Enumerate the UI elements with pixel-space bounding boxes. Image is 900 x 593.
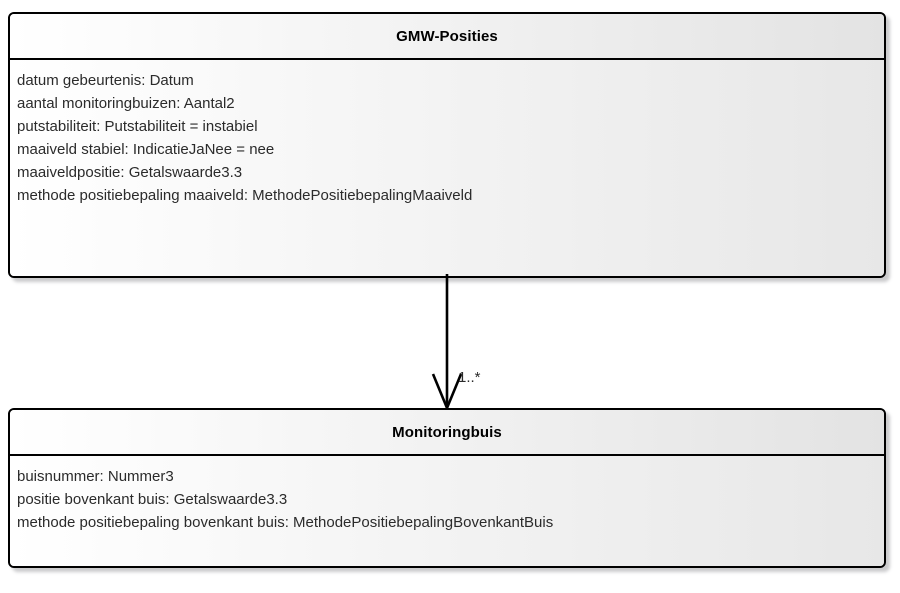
class-attribute: positie bovenkant buis: Getalswaarde3.3 [17, 491, 288, 508]
uml-class-gmw-posities[interactable]: GMW-Posities datum gebeurtenis: Datum aa… [8, 12, 886, 278]
association-connector [431, 274, 463, 412]
class-header-gmw-posities: GMW-Posities [10, 14, 884, 60]
class-title: Monitoringbuis [392, 423, 502, 441]
class-attributes-monitoringbuis: buisnummer: Nummer3 positie bovenkant bu… [10, 456, 884, 566]
arrowhead-icon [431, 373, 463, 412]
association-multiplicity-label: 1..* [458, 369, 481, 386]
class-header-monitoringbuis: Monitoringbuis [10, 410, 884, 456]
uml-class-monitoringbuis[interactable]: Monitoringbuis buisnummer: Nummer3 posit… [8, 408, 886, 568]
class-attribute: aantal monitoringbuizen: Aantal2 [17, 95, 235, 112]
class-title: GMW-Posities [396, 27, 498, 45]
class-attribute: datum gebeurtenis: Datum [17, 72, 194, 89]
class-header-band: GMW-Posities [10, 14, 884, 60]
class-attribute: methode positiebepaling bovenkant buis: … [17, 514, 554, 531]
class-attribute: methode positiebepaling maaiveld: Method… [17, 187, 473, 204]
class-header-band: Monitoringbuis [10, 410, 884, 456]
class-attribute: maaiveldpositie: Getalswaarde3.3 [17, 164, 243, 181]
class-attributes-gmw-posities: datum gebeurtenis: Datum aantal monitori… [10, 60, 884, 276]
class-attribute: maaiveld stabiel: IndicatieJaNee = nee [17, 141, 275, 158]
class-attribute: putstabiliteit: Putstabiliteit = instabi… [17, 118, 258, 135]
class-attribute: buisnummer: Nummer3 [17, 468, 174, 485]
